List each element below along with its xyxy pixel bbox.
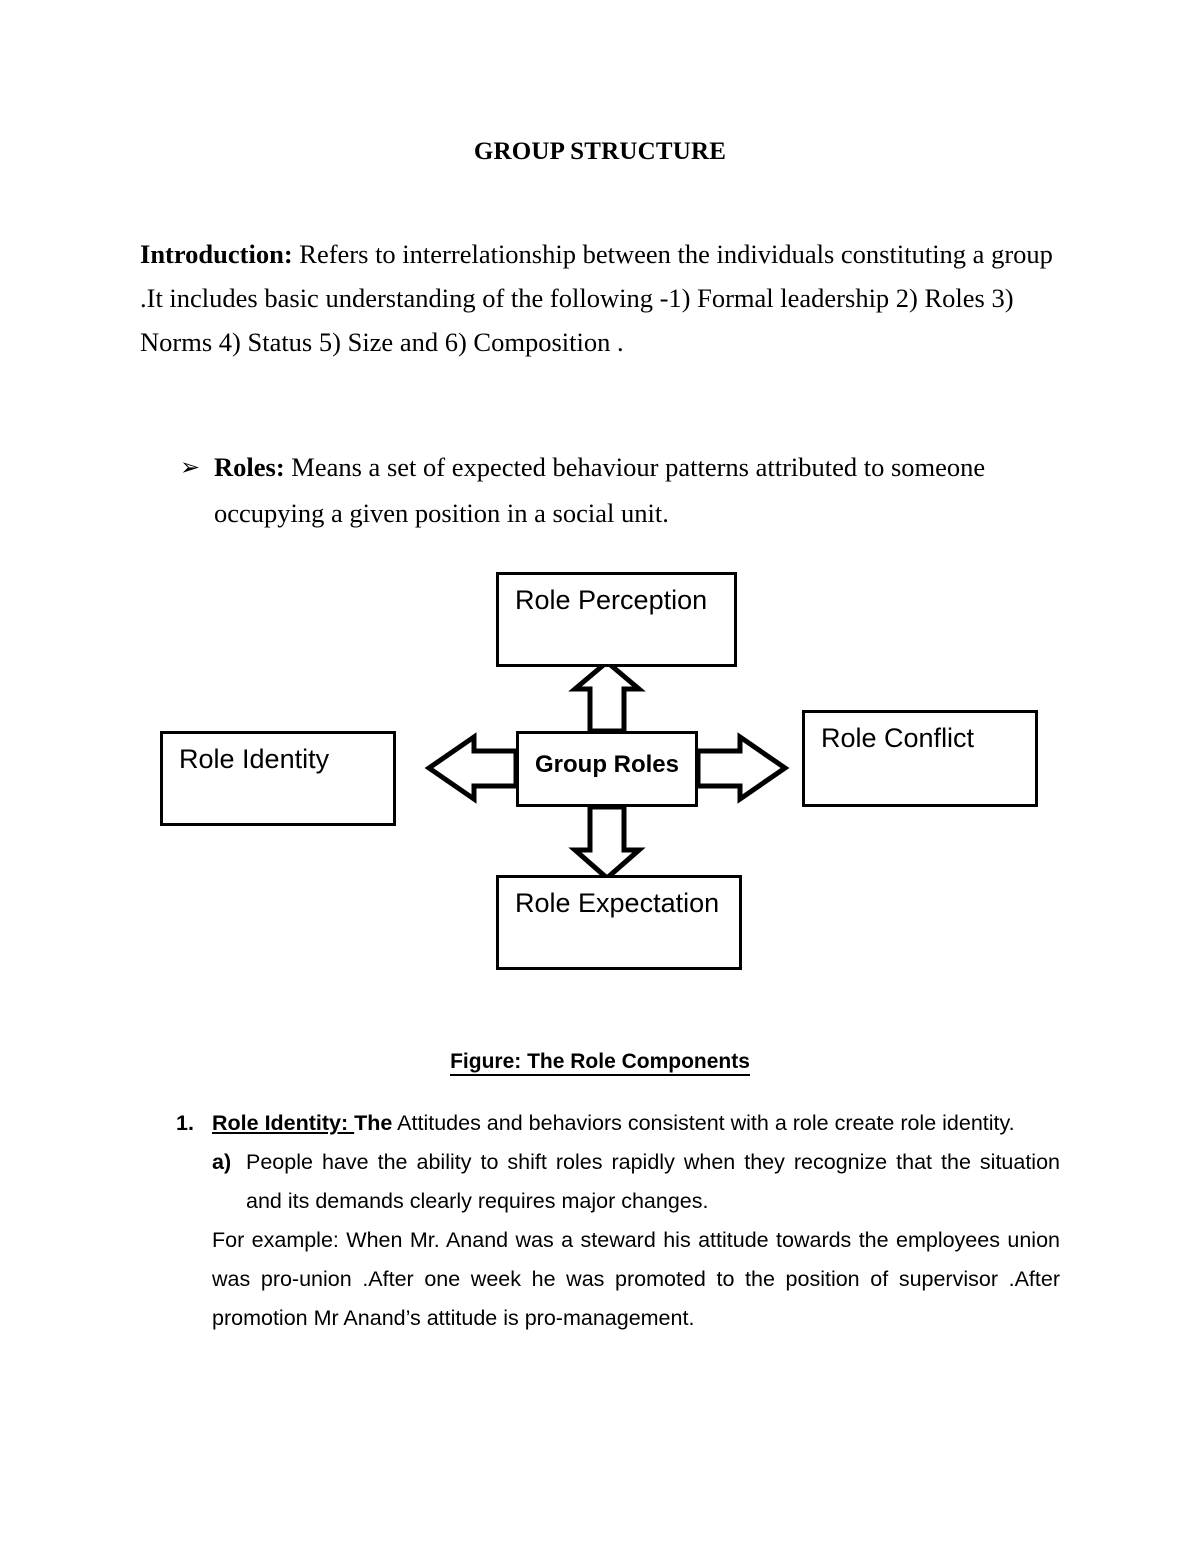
list-item-label-tail: The: [354, 1111, 393, 1135]
roles-bullet-item: ➢ Roles: Means a set of expected behavio…: [180, 444, 1060, 536]
sub-item-marker: a): [212, 1150, 232, 1174]
introduction-paragraph: Introduction: Refers to interrelationshi…: [140, 232, 1070, 364]
list-item-1a: a) People have the ability to shift role…: [212, 1143, 1060, 1221]
introduction-text: Refers to interrelationship between the …: [140, 239, 1053, 357]
page-title: GROUP STRUCTURE: [473, 138, 727, 165]
list-item-text: Attitudes and behaviors consistent with …: [392, 1111, 1015, 1135]
list-item-label: Role Identity:: [212, 1111, 355, 1135]
roles-text: Means a set of expected behaviour patter…: [214, 452, 986, 528]
introduction-label: Introduction:: [140, 239, 293, 269]
list-item-body: Role Identity: The Attitudes and behavio…: [212, 1104, 1060, 1143]
list-item-1: 1. Role Identity: The Attitudes and beha…: [176, 1104, 1060, 1143]
arrow-left-icon: [424, 732, 519, 804]
figure-caption: Figure: The Role Components: [0, 1050, 1200, 1076]
arrow-bullet-icon: ➢: [180, 453, 201, 481]
figure-caption-text: Figure: The Role Components: [450, 1050, 750, 1076]
list-item-marker: 1.: [176, 1111, 194, 1135]
arrow-right-icon: [695, 732, 790, 804]
numbered-list: 1. Role Identity: The Attitudes and beha…: [176, 1104, 1060, 1338]
arrow-up-icon: [568, 658, 646, 734]
example-paragraph: For example: When Mr. Anand was a stewar…: [212, 1228, 1060, 1330]
sub-item-text: People have the ability to shift roles r…: [246, 1150, 1060, 1213]
roles-bullet-body: Roles: Means a set of expected behaviour…: [214, 444, 1060, 536]
roles-label: Roles:: [214, 452, 285, 482]
arrow-down-icon: [568, 804, 646, 882]
